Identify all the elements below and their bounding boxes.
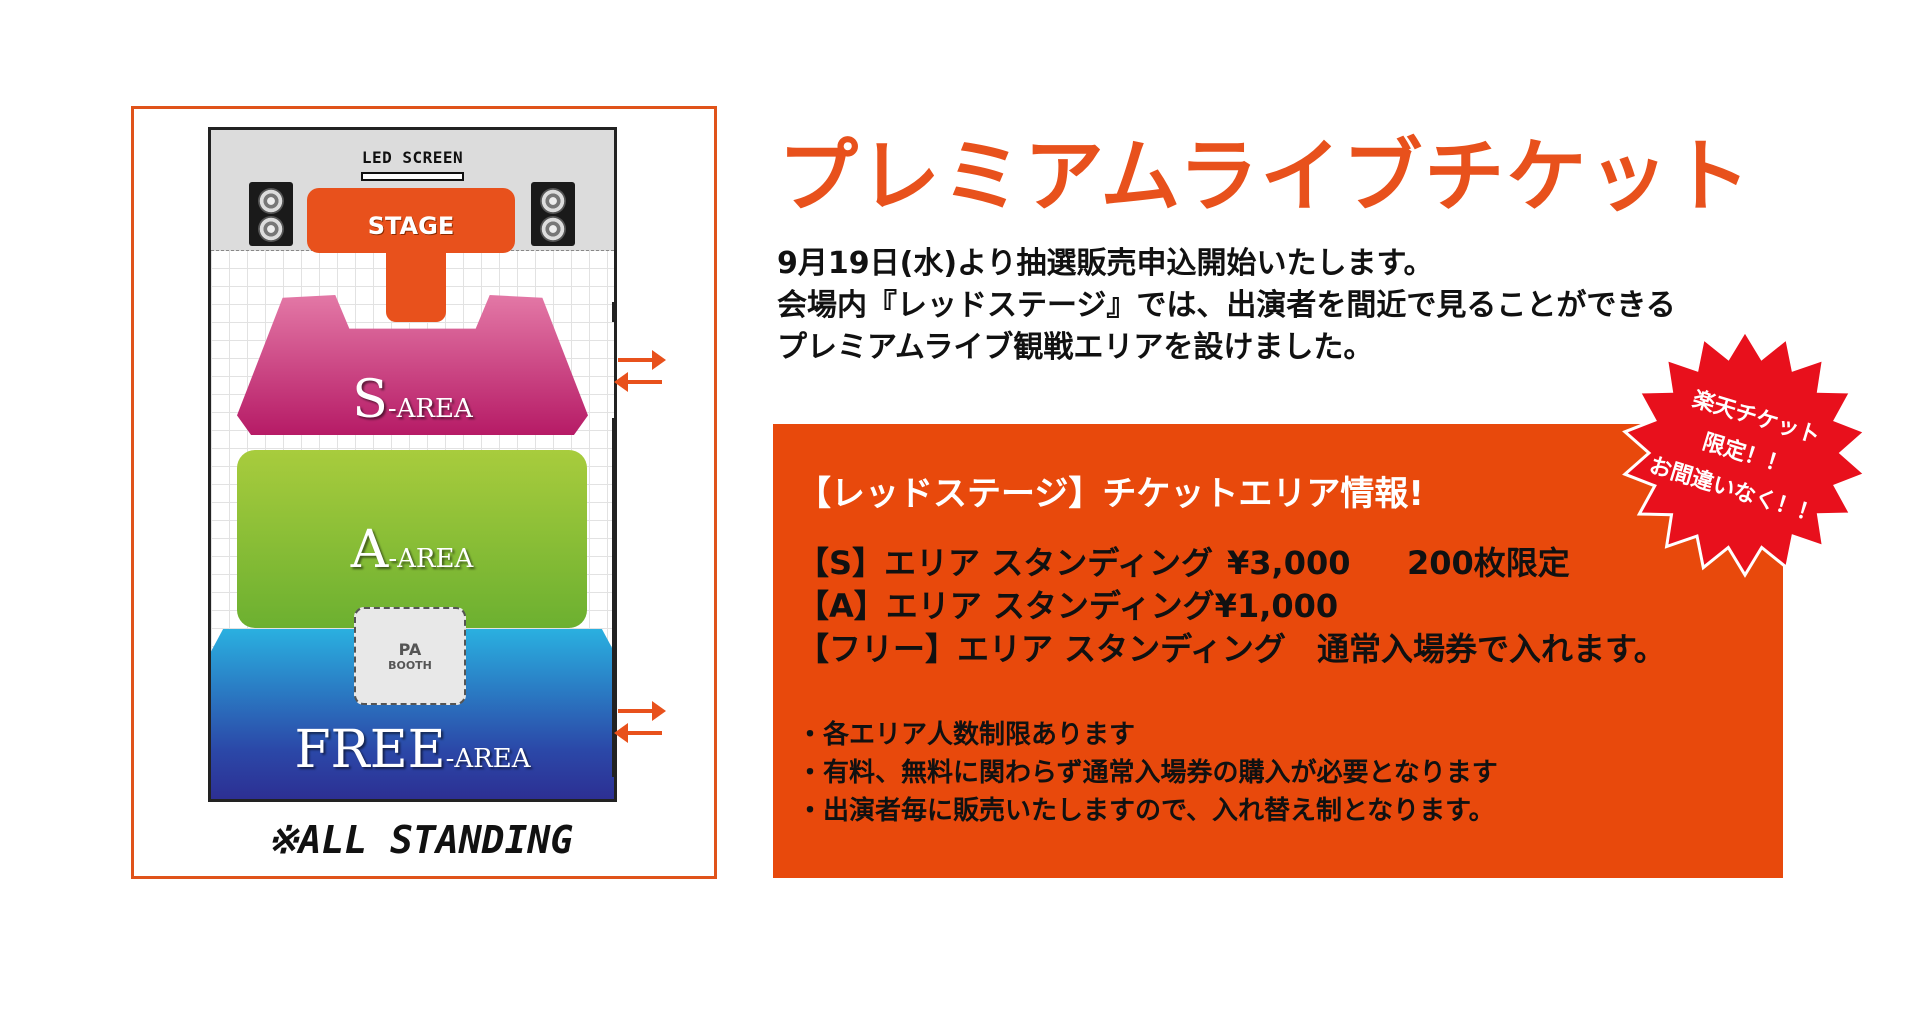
ticket-info-box: 【レッドステージ】チケットエリア情報! 【S】エリア スタンディング ¥3,000… <box>773 424 1783 878</box>
price-row: 【A】エリア スタンディング¥1,000 <box>797 585 1666 628</box>
exchange-arrows-icon <box>614 701 666 743</box>
price-area-name: 【フリー】エリア スタンディング <box>797 630 1286 668</box>
price-area-name: 【A】エリア スタンディング <box>797 587 1215 625</box>
a-area-zone <box>237 450 587 628</box>
a-area-label: A-AREA <box>350 520 474 580</box>
price-row: 【フリー】エリア スタンディング通常入場券で入れます。 <box>797 628 1666 671</box>
s-area-label: S-AREA <box>352 370 473 430</box>
free-area-label: FREE-AREA <box>294 720 531 780</box>
boundary-line <box>612 418 615 673</box>
price-area-name: 【S】エリア スタンディング <box>797 544 1213 582</box>
page-title: プレミアムライブチケット <box>778 130 1753 223</box>
starburst-badge <box>1622 328 1868 578</box>
note-item: ・各エリア人数制限あります <box>797 720 1136 750</box>
note-item: ・有料、無料に関わらず通常入場券の購入が必要となります <box>797 758 1498 788</box>
speaker-icon <box>249 182 293 246</box>
boundary-line <box>612 672 615 777</box>
led-screen-label: LED SCREEN <box>361 148 464 167</box>
price-note: 200枚限定 <box>1407 544 1570 582</box>
price-list: 【S】エリア スタンディング ¥3,000 200枚限定 【A】エリア スタンディン… <box>797 542 1666 671</box>
price-value: ¥1,000 <box>1214 587 1339 625</box>
stage-label: STAGE <box>367 212 455 240</box>
stage-block <box>307 188 515 253</box>
info-heading: 【レッドステージ】チケットエリア情報! <box>797 474 1424 514</box>
venue-floor-plan: LED SCREEN STAGE S-AREA A-AREA FREE-AREA… <box>208 127 617 802</box>
note-item: ・出演者毎に販売いたしますので、入れ替え制となります。 <box>797 796 1495 826</box>
all-standing-note: ※ALL STANDING <box>266 818 574 862</box>
boundary-line <box>612 302 615 322</box>
intro-line: 9月19日(水)より抽選販売申込開始いたします。 <box>777 246 1434 281</box>
led-screen-bar <box>361 172 464 181</box>
intro-line: プレミアムライブ観戦エリアを設けました。 <box>777 330 1374 365</box>
stage-runway <box>386 240 446 322</box>
price-row: 【S】エリア スタンディング ¥3,000 200枚限定 <box>797 542 1666 585</box>
price-note: 通常入場券で入れます。 <box>1317 630 1666 668</box>
intro-text: 9月19日(水)より抽選販売申込開始いたします。 会場内『レッドステージ』では、… <box>777 243 1777 369</box>
exchange-arrows-icon <box>614 350 666 392</box>
intro-line: 会場内『レッドステージ』では、出演者を間近で見ることができる <box>777 288 1676 323</box>
pa-booth: PA BOOTH <box>354 607 466 705</box>
notes-list: ・各エリア人数制限あります ・有料、無料に関わらず通常入場券の購入が必要となりま… <box>797 716 1498 830</box>
price-value: ¥3,000 <box>1227 544 1351 582</box>
speaker-icon <box>531 182 575 246</box>
